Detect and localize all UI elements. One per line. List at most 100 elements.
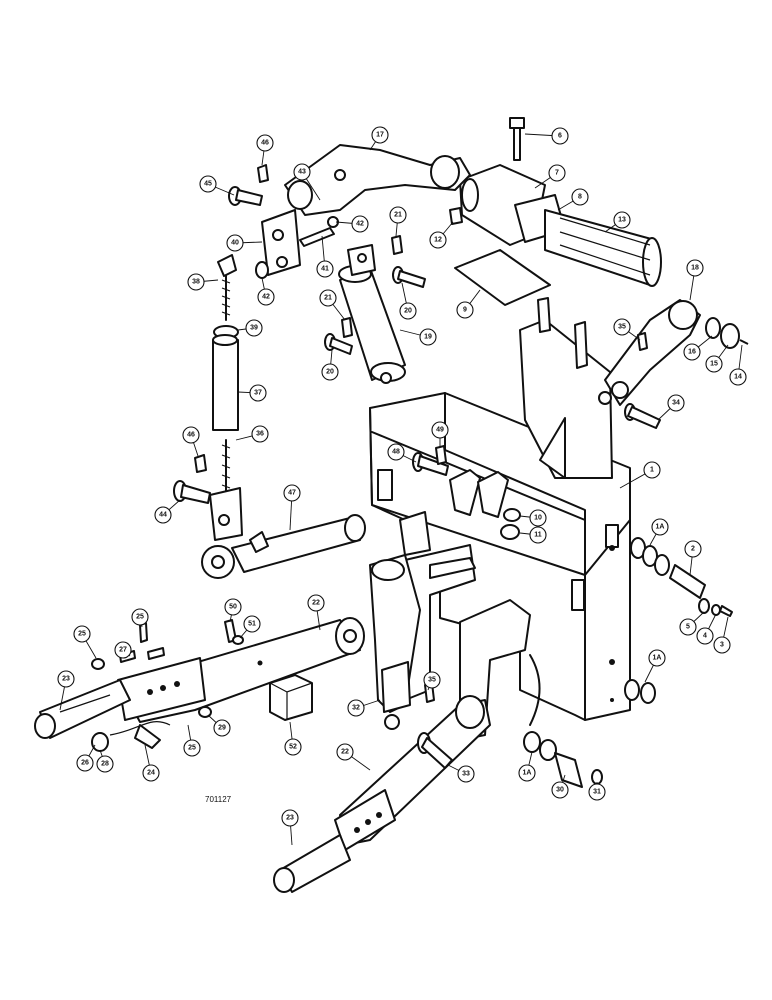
callout-48: 48	[387, 443, 405, 461]
bracket-40	[255, 209, 339, 279]
callout-38: 38	[187, 273, 205, 291]
callout-number: 27	[119, 647, 127, 654]
callout-41: 41	[316, 260, 334, 278]
callout-number: 39	[250, 325, 258, 332]
callout-number: 25	[136, 614, 144, 621]
callout-number: 44	[159, 512, 167, 519]
callout-8: 8	[571, 188, 589, 206]
callout-number: 19	[424, 334, 432, 341]
bushings-1a-right	[630, 537, 670, 576]
callout-number: 25	[78, 631, 86, 638]
callout-25: 25	[131, 608, 149, 626]
callout-number: 42	[356, 221, 364, 228]
plate-9	[454, 249, 551, 306]
pin-2	[669, 564, 733, 617]
callout-number: 46	[187, 432, 195, 439]
callout-number: 47	[288, 490, 296, 497]
callout-5: 5	[679, 618, 697, 636]
callout-33: 33	[457, 765, 475, 783]
callout-45: 45	[199, 175, 217, 193]
callout-25: 25	[183, 739, 201, 757]
callout-32: 32	[347, 699, 365, 717]
block-52	[269, 674, 313, 721]
callout-labels: 11A1A1A234567891011121314151617181920202…	[57, 126, 747, 827]
callout-number: 25	[188, 745, 196, 752]
stabilizer-47	[201, 514, 366, 579]
callout-number: 51	[248, 621, 256, 628]
callout-9: 9	[456, 301, 474, 319]
callout-13: 13	[613, 211, 631, 229]
callout-20: 20	[399, 302, 417, 320]
callout-number: 1A	[656, 524, 665, 531]
callout-number: 31	[593, 789, 601, 796]
callout-31: 31	[588, 783, 606, 801]
callout-number: 22	[341, 749, 349, 756]
rock-shaft	[449, 164, 662, 287]
pin-30	[523, 731, 603, 788]
pin-34	[624, 332, 661, 429]
fittings-10-11	[500, 508, 521, 540]
callout-1: 1	[643, 461, 661, 479]
callout-14: 14	[729, 368, 747, 386]
callout-42: 42	[257, 288, 275, 306]
callout-number: 8	[578, 194, 582, 201]
callout-number: 35	[618, 324, 626, 331]
callout-number: 21	[394, 212, 402, 219]
callout-number: 11	[534, 532, 542, 539]
callout-number: 6	[558, 133, 562, 140]
callout-number: 1A	[523, 770, 532, 777]
callout-number: 2	[691, 546, 695, 553]
callout-number: 4	[703, 633, 707, 640]
callout-number: 18	[691, 265, 699, 272]
callout-number: 50	[229, 604, 237, 611]
callout-number: 3	[720, 642, 724, 649]
callout-number: 40	[231, 240, 239, 247]
callout-24: 24	[142, 764, 160, 782]
pin-20-clips	[324, 235, 426, 355]
callout-number: 46	[261, 140, 269, 147]
callout-23: 23	[281, 809, 299, 827]
callout-39: 39	[245, 319, 263, 337]
callout-35: 35	[423, 671, 441, 689]
main-frame	[369, 297, 631, 741]
callout-37: 37	[249, 384, 267, 402]
pin-48	[412, 445, 449, 476]
callout-50: 50	[224, 598, 242, 616]
lift-arm-18	[598, 299, 749, 406]
lower-link-left	[34, 617, 365, 739]
callout-number: 26	[81, 760, 89, 767]
callout-52: 52	[284, 738, 302, 756]
callout-number: 33	[462, 771, 470, 778]
callout-number: 1A	[653, 655, 662, 662]
top-link-assembly	[209, 254, 243, 541]
callout-21: 21	[389, 206, 407, 224]
callout-2: 2	[684, 540, 702, 558]
callout-12: 12	[429, 231, 447, 249]
callout-47: 47	[283, 484, 301, 502]
callout-number: 16	[688, 349, 696, 356]
callout-number: 23	[286, 815, 294, 822]
bushings-1a-lower	[624, 679, 656, 704]
callout-10: 10	[529, 509, 547, 527]
callout-number: 20	[404, 308, 412, 315]
callout-number: 48	[392, 449, 400, 456]
bolt-6	[509, 117, 525, 161]
callout-number: 23	[62, 676, 70, 683]
hydraulic-cylinder-19	[338, 244, 406, 384]
callout-number: 45	[204, 181, 212, 188]
callout-3: 3	[713, 636, 731, 654]
callout-number: 17	[376, 132, 384, 139]
callout-40: 40	[226, 234, 244, 252]
callout-35: 35	[613, 318, 631, 336]
callout-18: 18	[686, 259, 704, 277]
callout-number: 29	[218, 725, 226, 732]
callout-number: 37	[254, 390, 262, 397]
callout-number: 24	[147, 770, 155, 777]
callout-number: 38	[192, 279, 200, 286]
callout-26: 26	[76, 754, 94, 772]
callout-30: 30	[551, 781, 569, 799]
callout-17: 17	[371, 126, 389, 144]
callout-1a: 1A	[518, 764, 536, 782]
callout-44: 44	[154, 506, 172, 524]
